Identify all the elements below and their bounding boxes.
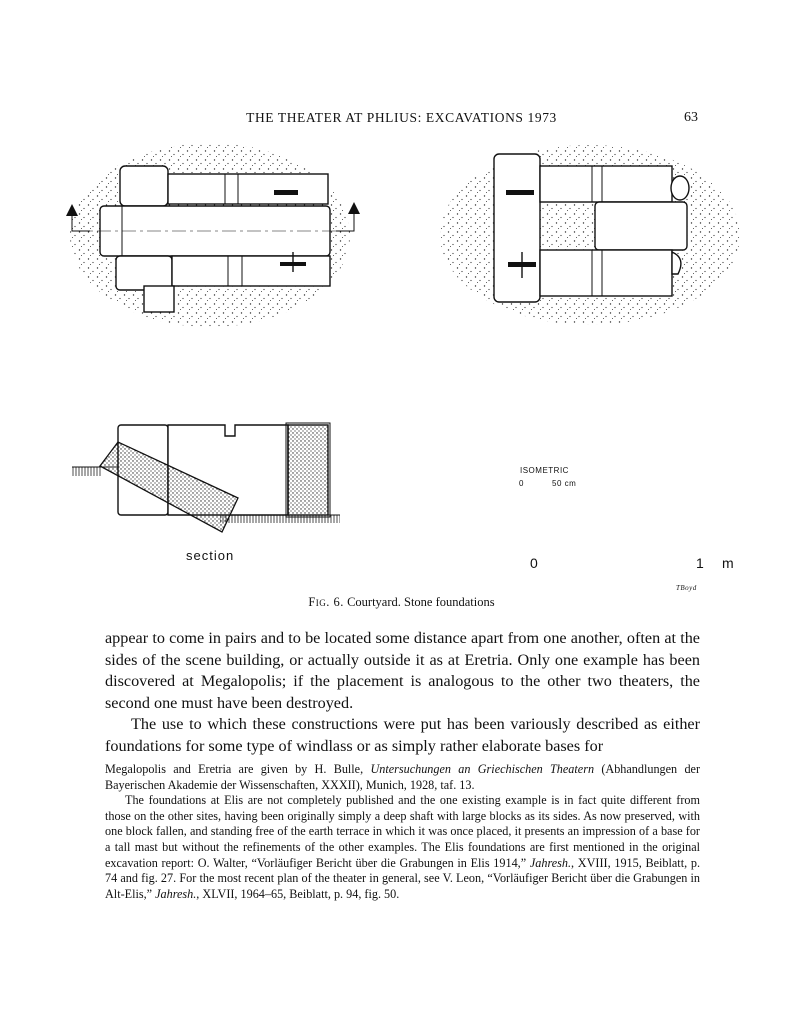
- body-text: appear to come in pairs and to be locate…: [105, 628, 700, 757]
- block: [119, 165, 169, 207]
- section-label: section: [186, 548, 235, 563]
- running-title: THE THEATER AT PHLIUS: EXCAVATIONS 1973: [246, 110, 557, 125]
- block: [670, 175, 690, 201]
- block: [167, 173, 329, 205]
- block: [171, 255, 331, 287]
- footnote-text: (Abhandlungen der Bayerischen Akademie d…: [105, 762, 701, 792]
- right-plan: [440, 145, 740, 325]
- footnote: Megalopolis and Eretria are given by H. …: [105, 762, 700, 793]
- section-cut-block: [287, 424, 329, 516]
- section-arrow-right: [348, 202, 360, 214]
- ground-hatch: [220, 515, 340, 523]
- footnote: The foundations at Elis are not complete…: [105, 793, 700, 902]
- figure-stone-foundations: section ISOMETRIC 0 50 cm 0 1 m TBoyd: [60, 140, 750, 600]
- block: [671, 250, 682, 275]
- footnote-text: The foundations at Elis are not complete…: [105, 793, 700, 870]
- section-arrow-left: [66, 204, 78, 216]
- block: [493, 153, 541, 303]
- section-arrow-right-stem: [336, 214, 355, 232]
- block: [143, 285, 175, 313]
- footnote-journal: Jahresh.: [529, 855, 572, 870]
- footnote-text: Megalopolis and Eretria are given by H. …: [105, 762, 371, 776]
- section-drawing: [72, 422, 340, 533]
- iso-scale-zero: 0: [519, 479, 524, 488]
- scale-unit: m: [722, 555, 735, 571]
- iron-bar: [506, 190, 534, 195]
- body-paragraph: The use to which these constructions wer…: [105, 715, 700, 755]
- block: [539, 249, 673, 297]
- caption-text: Courtyard. Stone foundations: [347, 595, 495, 609]
- body-paragraph: appear to come in pairs and to be locate…: [105, 629, 700, 712]
- footnotes: Megalopolis and Eretria are given by H. …: [105, 762, 700, 902]
- footnote-text: , XVIII, 1915, Beiblatt, p. 74 and fig. …: [105, 855, 700, 901]
- block: [539, 165, 673, 203]
- section-arrow-left-stem: [71, 216, 90, 232]
- fallen-block: [99, 441, 239, 533]
- scale-one: 1: [696, 555, 705, 571]
- isometric-label: ISOMETRIC: [520, 466, 569, 475]
- section-cut-outline: [285, 422, 331, 518]
- footnote-journal: Jahresh.: [155, 886, 197, 901]
- left-plan: [66, 143, 360, 327]
- scale-zero: 0: [530, 555, 539, 571]
- iron-bar: [274, 190, 298, 195]
- artist-signature: TBoyd: [676, 584, 697, 592]
- footnote-text: , XLVII, 1964–65, Beiblatt, p. 94, fig. …: [196, 886, 400, 901]
- page-number: 63: [684, 110, 698, 125]
- ground-hatch: [72, 467, 102, 476]
- footnote-title: Untersuchungen an Griechischen Theatern: [370, 762, 595, 776]
- figure-caption: Fig. 6. Courtyard. Stone foundations: [0, 595, 803, 610]
- iso-scale-label: 50 cm: [552, 479, 577, 488]
- figure-drawing: [66, 143, 740, 533]
- block: [594, 201, 688, 251]
- block: [115, 255, 173, 291]
- caption-fig-number: Fig. 6.: [308, 595, 344, 609]
